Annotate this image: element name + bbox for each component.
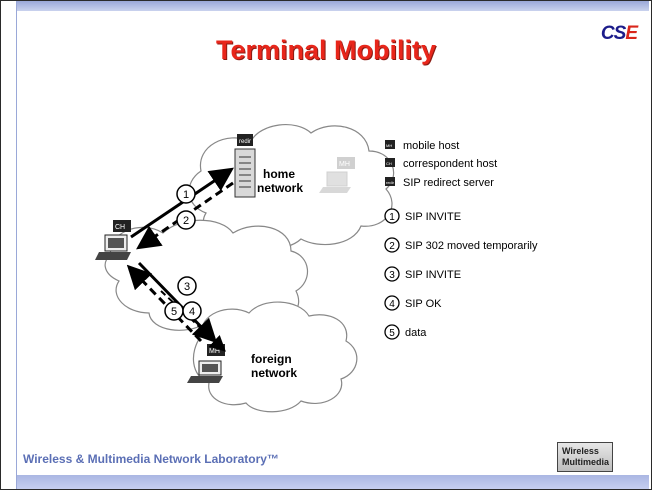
diagram-step-2: 2	[176, 210, 196, 230]
arrow-sip-ok	[126, 264, 203, 343]
svg-text:5: 5	[171, 306, 177, 318]
home-network-label-line2: network	[257, 181, 303, 195]
foreign-network-cloud	[192, 301, 358, 413]
redir-node-label: redir	[239, 139, 251, 145]
foreign-network-label: foreign	[251, 352, 292, 366]
svg-text:CH: CH	[386, 161, 392, 166]
foreign-network-label-line2: network	[251, 366, 297, 380]
redirect-server-icon: redir	[234, 134, 256, 198]
legend-redirect-server-icon: redir	[385, 177, 395, 186]
svg-text:5: 5	[389, 328, 395, 339]
svg-text:2: 2	[389, 241, 395, 252]
home-network-label: home	[263, 167, 295, 181]
legend-step-2-text: SIP 302 moved temporarily	[405, 240, 538, 252]
svg-text:redir: redir	[386, 180, 395, 185]
legend-step-1-text: SIP INVITE	[405, 211, 461, 223]
footer-lab-name: Wireless & Multimedia Network Laboratory…	[23, 452, 279, 466]
legend-redirect-server: SIP redirect server	[403, 177, 494, 189]
bottom-bar	[17, 475, 649, 489]
svg-text:1: 1	[389, 212, 395, 223]
legend-step-5-text: data	[405, 327, 427, 339]
svg-text:2: 2	[183, 215, 189, 227]
legend-correspondent-host-icon: CH	[385, 158, 395, 167]
diagram-step-3: 3	[177, 276, 197, 296]
diagram-step-5: 5	[164, 301, 184, 321]
svg-text:1: 1	[183, 189, 189, 201]
legend-step-4-text: SIP OK	[405, 298, 442, 310]
legend-step-3: 3 SIP INVITE	[384, 266, 461, 282]
correspondent-host-icon: CH	[95, 220, 131, 260]
top-bar	[17, 1, 649, 11]
cse-logo: CSE	[600, 23, 638, 44]
svg-text:4: 4	[189, 306, 195, 318]
legend-correspondent-host: correspondent host	[403, 158, 497, 170]
legend-mobile-host: mobile host	[403, 140, 459, 152]
svg-text:4: 4	[389, 299, 395, 310]
legend-step-2: 2 SIP 302 moved temporarily	[384, 237, 538, 253]
svg-text:MH: MH	[386, 143, 392, 148]
svg-text:3: 3	[184, 281, 190, 293]
mobile-host-home-icon: MH	[319, 157, 355, 193]
legend-step-1: 1 SIP INVITE	[384, 208, 461, 224]
svg-text:3: 3	[389, 270, 395, 281]
wireless-multimedia-logo: Wireless Multimedia	[557, 442, 613, 472]
ch-node-label: CH	[115, 224, 125, 231]
mh-foreign-label: MH	[209, 348, 220, 355]
slide-title: Terminal Mobility	[215, 35, 437, 65]
legend-step-4: 4 SIP OK	[384, 295, 442, 311]
diagram-step-4: 4	[182, 301, 202, 321]
legend-step-5: 5 data	[384, 324, 427, 340]
left-divider	[16, 1, 17, 489]
diagram-step-1: 1	[176, 184, 196, 204]
legend-mobile-host-icon: MH	[385, 140, 395, 149]
legend-step-3-text: SIP INVITE	[405, 269, 461, 281]
mh-home-label: MH	[339, 161, 350, 168]
